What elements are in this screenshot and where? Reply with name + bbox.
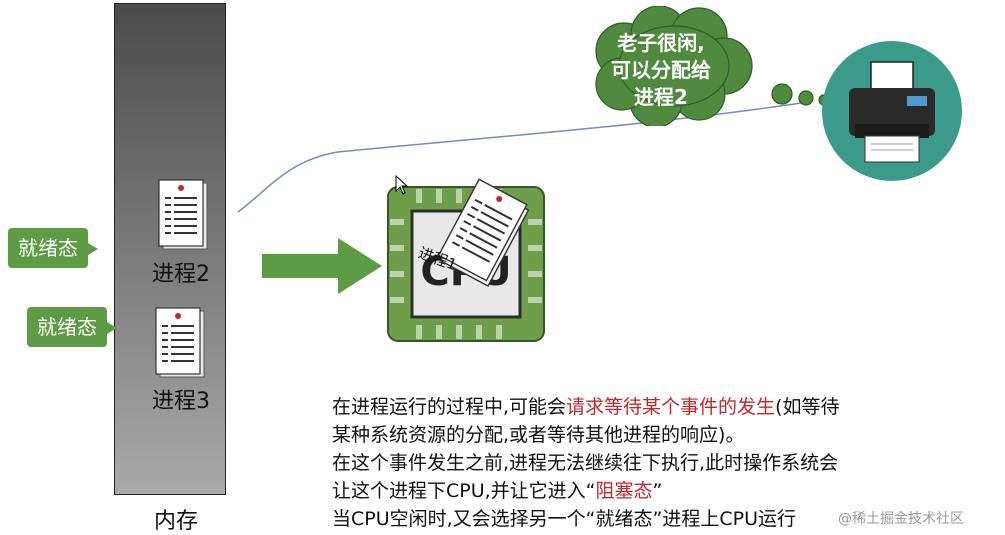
process2-label: 进程2	[152, 262, 210, 287]
cloud-text: 老子很闲, 可以分配给 进程2	[596, 30, 726, 111]
watermark: @稀土掘金技术社区	[838, 511, 964, 527]
desc-line4: 让这个进程下CPU,并让它进入“阻塞态”	[332, 480, 663, 502]
memory-label: 内存	[154, 509, 199, 534]
mouse-cursor-icon	[395, 175, 409, 195]
desc-line1: 在进程运行的过程中,可能会请求等待某个事件的发生(如等待	[332, 396, 840, 418]
ready-state-tag-process2: 就绪态	[8, 228, 98, 268]
process2-document-icon	[158, 179, 208, 250]
cloud-text-line3: 进程2	[634, 85, 688, 109]
cloud-text-line1: 老子很闲,	[617, 31, 705, 55]
process1-document-icon	[437, 178, 530, 287]
highlight-event-wait: 请求等待某个事件的发生	[566, 396, 776, 418]
process3-document-icon	[155, 307, 205, 378]
highlight-blocked-state: 阻塞态	[595, 480, 653, 502]
cloud-text-line2: 可以分配给	[611, 58, 711, 82]
thought-cloud-icon	[595, 6, 830, 126]
printer-icon	[822, 41, 962, 181]
description-text: 在进程运行的过程中,可能会请求等待某个事件的发生(如等待 某种系统资源的分配,或…	[332, 393, 1002, 533]
ready-state-tag-process3: 就绪态	[27, 307, 117, 347]
process3-label: 进程3	[152, 389, 210, 414]
arrow-to-cpu-icon	[262, 238, 382, 294]
desc-line5: 当CPU空闲时,又会选择另一个“就绪态”进程上CPU运行	[332, 508, 796, 530]
desc-line3: 在这个事件发生之前,进程无法继续往下执行,此时操作系统会	[332, 452, 839, 474]
desc-line2: 某种系统资源的分配,或者等待其他进程的响应)。	[332, 424, 745, 446]
